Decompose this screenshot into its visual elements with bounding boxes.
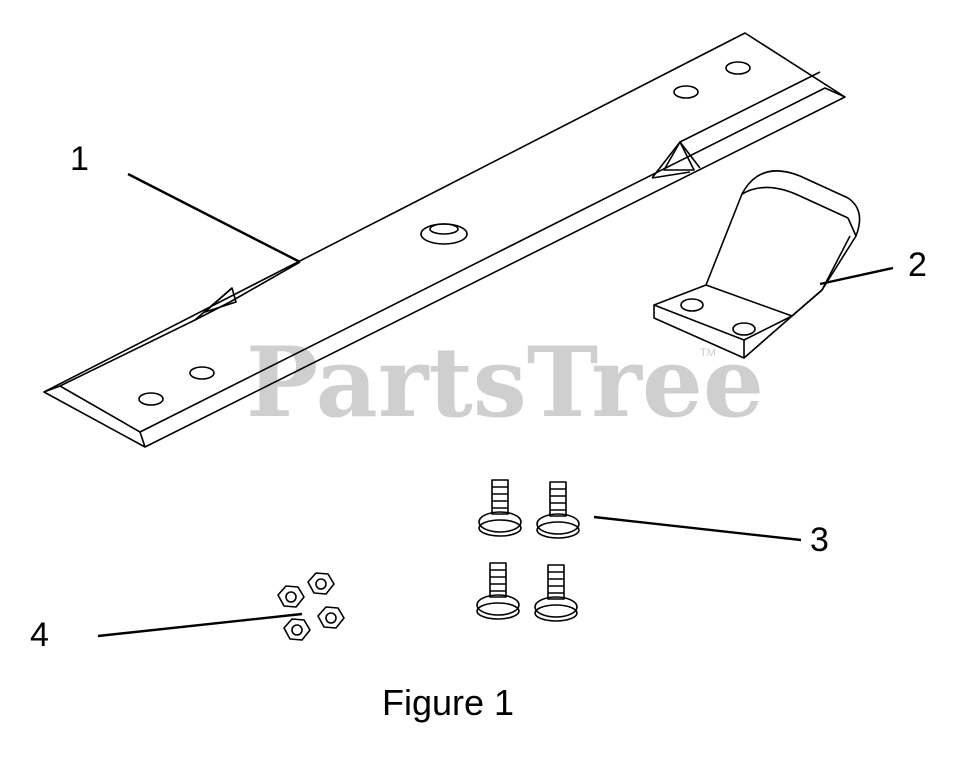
screw-1 (478, 479, 522, 537)
screw-2 (536, 481, 580, 539)
nut-2 (307, 572, 335, 595)
figure-caption: Figure 1 (382, 682, 514, 723)
screw-3 (476, 562, 520, 620)
callout-4-leader (97, 612, 303, 638)
screw-4 (534, 564, 578, 622)
callout-1-label[interactable]: 1 (70, 140, 89, 178)
callout-2-leader (819, 266, 894, 286)
nut-4 (317, 606, 345, 629)
bracket-part[interactable] (653, 170, 861, 359)
callout-4-label[interactable]: 4 (30, 616, 49, 654)
nut-3 (283, 618, 311, 641)
screws-part[interactable] (476, 479, 580, 622)
callout-1-leader (127, 172, 301, 264)
nut-1 (277, 585, 305, 608)
nuts-part[interactable] (277, 572, 345, 641)
blade-part[interactable] (43, 32, 846, 448)
watermark-text: PartsTree (246, 326, 764, 439)
callout-3-label[interactable]: 3 (810, 521, 829, 559)
callout-3-leader (593, 515, 802, 542)
watermark-trademark: TM (700, 347, 716, 359)
callout-2-label[interactable]: 2 (908, 246, 927, 284)
